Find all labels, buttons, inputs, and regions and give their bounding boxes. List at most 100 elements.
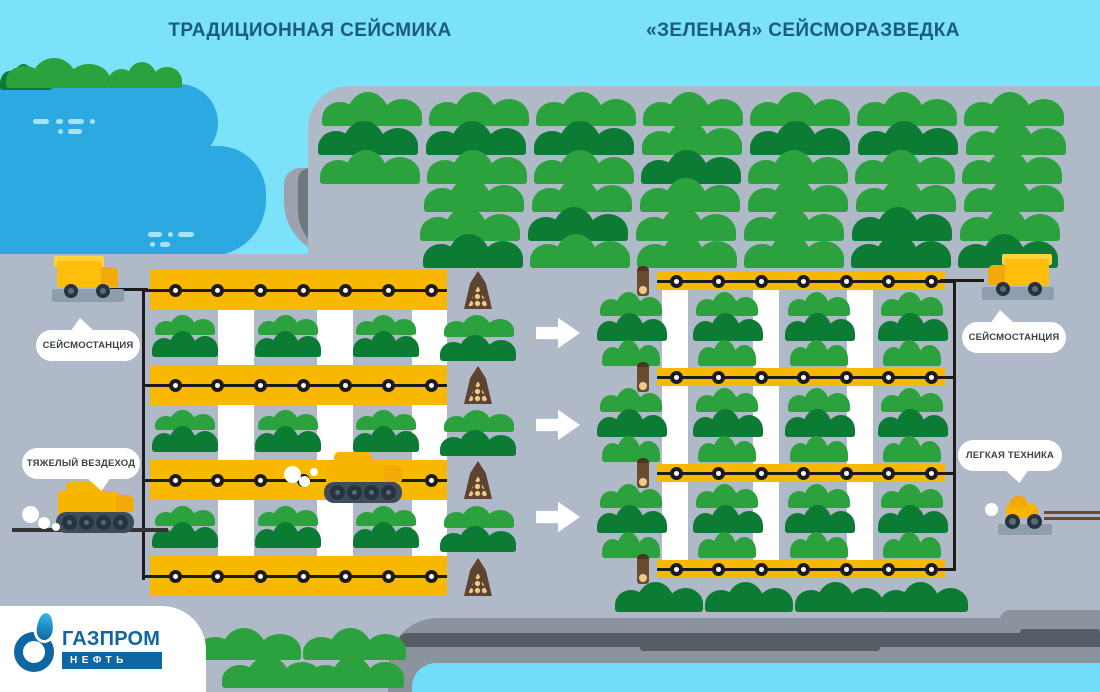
receiver-node-icon [211,473,225,487]
bush-icon [881,484,943,508]
wave-icon [58,129,63,134]
receiver-node-icon [253,378,267,392]
lake-water [0,146,266,256]
bush-icon [600,388,662,412]
truck-box [57,261,101,287]
bush-icon [597,313,667,341]
bush-icon [423,234,523,268]
bush-lump [424,201,524,212]
bush-lump [600,308,662,316]
bush-icon [152,331,218,357]
receiver-node-icon [839,370,853,384]
bush-lump [322,115,422,126]
heavy-tracked-vehicle-icon [50,482,140,536]
bush-lump [423,257,523,268]
bush-lump [750,144,850,155]
receiver-node-icon [924,466,938,480]
vehicle-pad [982,287,1054,300]
receiver-node-icon [754,370,768,384]
bush-lump [744,257,844,268]
bush-icon [883,340,941,366]
bush-lump [964,201,1064,212]
receiver-node-icon [211,378,225,392]
bush-lump [698,358,756,366]
bush-lump [878,332,948,341]
bush-icon [353,426,419,452]
label-light-vehicle: ЛЕГКАЯ ТЕХНИКА [958,440,1062,483]
receiver-node-icon [754,274,768,288]
bush-icon [444,506,514,528]
bush-lump [440,353,516,361]
bush-lump [637,257,737,268]
receiver-node-icon [669,370,683,384]
bush-lump [856,201,956,212]
bush-lump [602,358,660,366]
receiver-node-icon [168,569,182,583]
receiver-node-icon [211,283,225,297]
label-left-seismic-station: СЕЙСМОСТАНЦИЯ [36,318,140,361]
label-right-seismic-station: СЕЙСМОСТАНЦИЯ [962,310,1066,353]
bush-icon [255,426,321,452]
bubble-label: СЕЙСМОСТАНЦИЯ [968,332,1060,343]
bush-lump [748,201,848,212]
log-icon [637,266,649,296]
station-cable [953,279,956,571]
smoke-puff-icon [22,506,39,523]
bush-icon [534,121,634,155]
shore-water [412,663,1100,692]
bush-icon [698,340,756,366]
bush-icon [795,582,883,612]
bush-lump [353,540,419,548]
receiver-node-icon [168,473,182,487]
bush-icon [602,340,660,366]
bush-lump [530,257,630,268]
bush-lump [698,550,756,558]
bush-icon [353,522,419,548]
bush-icon [696,484,758,508]
smoke-puff-icon [52,523,60,531]
logo-sub-text: НЕФТЬ [62,652,162,669]
receiver-node-icon [754,466,768,480]
bush-lump [693,524,763,533]
bush-lump [597,524,667,533]
receiver-node-icon [839,274,853,288]
bush-lump [790,454,848,462]
seismic-station-truck-icon [50,250,128,302]
smoke-puff-icon [310,468,318,476]
bush-icon [785,409,855,437]
bush-lump [883,454,941,462]
bush-lump [696,500,758,508]
wheel-icon [64,284,78,298]
bush-lump [600,404,662,412]
bush-icon [858,121,958,155]
bush-lump [693,332,763,341]
bush-icon [440,335,516,361]
wheel-icon [996,282,1010,296]
bush-lump [966,144,1066,155]
bush-icon [851,234,951,268]
wave-icon [148,232,162,237]
receiver-line [142,288,447,292]
bush-icon [530,234,630,268]
bush-lump [308,678,404,688]
wheel-icon [381,485,396,500]
bush-icon [444,410,514,432]
receiver-line [142,574,447,578]
receiver-node-icon [211,569,225,583]
bush-icon [597,505,667,533]
bush-lump [790,358,848,366]
receiver-node-icon [924,562,938,576]
receiver-node-icon [339,283,353,297]
bush-icon [615,582,703,612]
wheel-icon [62,515,77,530]
bush-lump [444,521,514,528]
bush-lump [795,603,883,612]
wheel-icon [96,515,111,530]
wave-icon [56,119,63,124]
receiver-node-icon [424,283,438,297]
receiver-node-icon [924,370,938,384]
bush-icon [643,92,743,126]
bush-icon [444,315,514,337]
wave-icon [68,129,82,134]
bush-icon [6,58,110,88]
